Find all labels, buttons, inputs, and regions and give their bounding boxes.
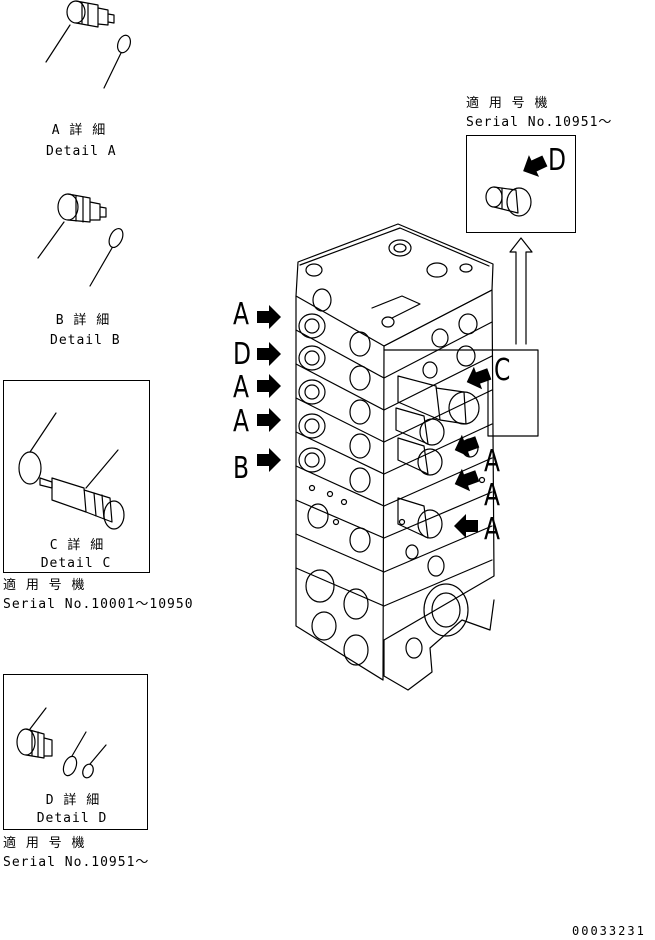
serial-c-en-label: Serial No.10001～10950 <box>3 597 194 612</box>
valve-body <box>295 223 495 691</box>
callout-left-3: A <box>233 370 250 405</box>
top-right-detail-box <box>466 135 576 233</box>
serial-c-jp-label: 適 用 号 機 <box>3 578 86 593</box>
callout-left-5: B <box>233 451 250 486</box>
detail-b-jp-label: B 詳 細 <box>55 313 111 328</box>
callout-right-c: C <box>494 353 511 388</box>
callout-left-4: A <box>233 404 250 439</box>
top-right-part <box>485 186 532 217</box>
callout-top-d: D <box>548 143 567 178</box>
detail-d-en-label: Detail D <box>36 811 108 826</box>
serial-d-jp-label: 適 用 号 機 <box>3 836 86 851</box>
serial-top-jp-label: 適 用 号 機 <box>466 96 549 111</box>
detail-d-part <box>16 707 107 779</box>
serial-top-en-label: Serial No.10951～ <box>466 115 613 130</box>
pointer-arrows <box>257 155 548 538</box>
callout-left-1: A <box>233 297 250 332</box>
detail-d-box <box>3 674 148 830</box>
detail-c-jp-label: C 詳 細 <box>49 538 105 553</box>
detail-d-jp-label: D 詳 細 <box>45 793 101 808</box>
callout-right-a-3: A <box>484 512 501 547</box>
detail-b-en-label: Detail B <box>50 333 121 348</box>
detail-a-jp-label: A 詳 細 <box>51 123 107 138</box>
callout-left-2: D <box>233 337 252 372</box>
callout-right-a-1: A <box>484 444 501 479</box>
drawing-number: 00033231 <box>572 924 646 938</box>
detail-c-en-label: Detail C <box>40 556 112 571</box>
callout-right-a-2: A <box>484 478 501 513</box>
detail-a-en-label: Detail A <box>46 144 117 159</box>
detail-a-part <box>45 0 132 89</box>
detail-b-part <box>37 193 124 287</box>
detail-c-part <box>18 412 125 530</box>
serial-d-en-label: Serial No.10951～ <box>3 855 150 870</box>
hollow-up-arrow <box>509 237 533 345</box>
detail-c-box <box>3 380 150 573</box>
